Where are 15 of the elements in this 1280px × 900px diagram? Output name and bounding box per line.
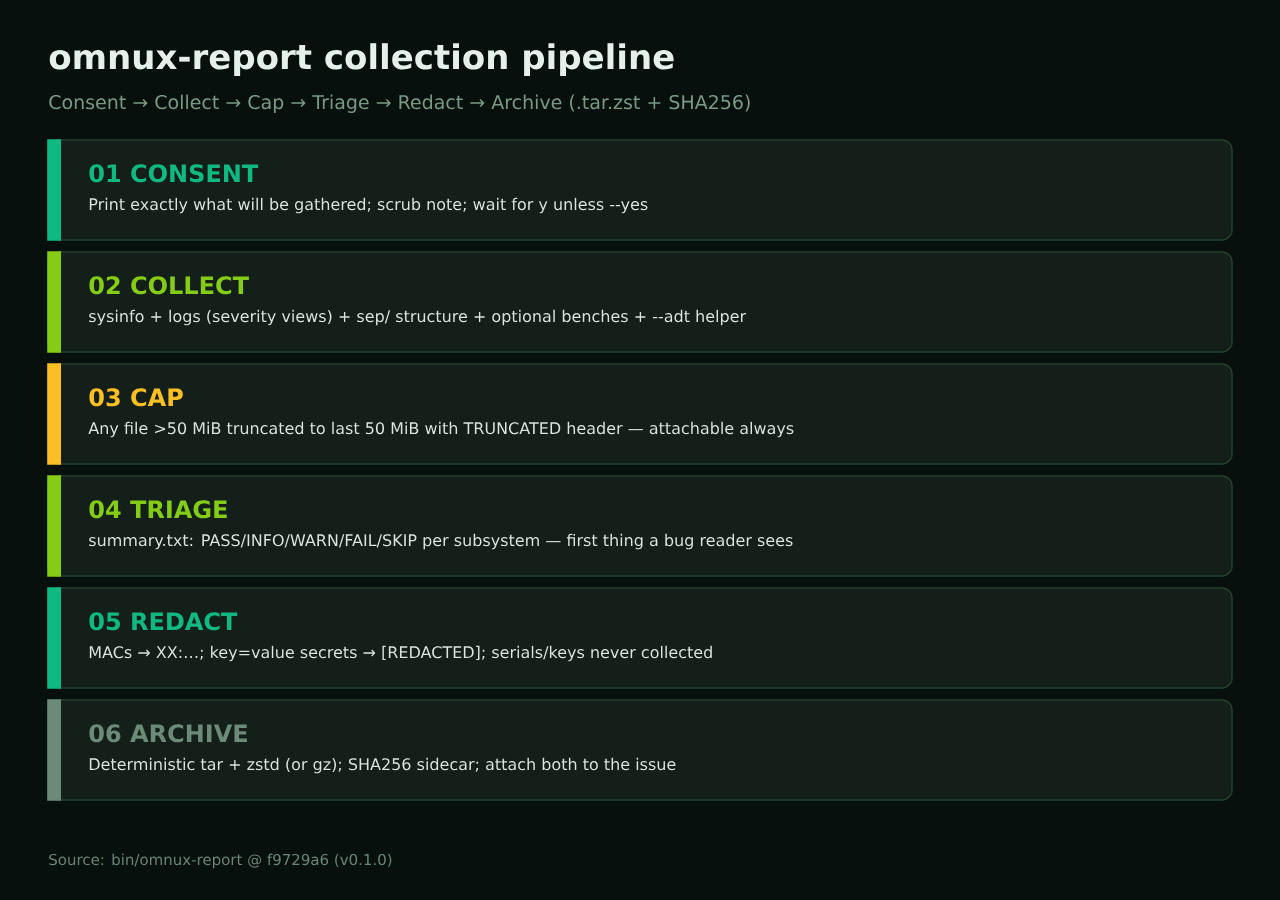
stage-description: Any file >50 MiB truncated to last 50 MiB with TRUNCATED header — attachable always [88,421,794,438]
stage-description: summary.txt: PASS/INFO/WARN/FAIL/SKIP per subsystem — first thing a bug reader sees [89,533,793,550]
stage-heading: 06 ARCHIVE [89,724,247,743]
stage-heading: 03 CAP [89,388,183,407]
stage-heading: 04 TRIAGE [89,500,227,519]
subtitle: Consent → Collect → Cap → Triage → Redact → Archive (.tar.zst + SHA256) [49,94,750,113]
stage-heading: 02 COLLECT [89,276,249,295]
stage-description: Print exactly what will be gathered; scrub note; wait for y unless --yes [89,197,648,214]
stage-description: Deterministic tar + zstd (or gz); SHA256 sidecar; attach both to the issue [89,757,676,774]
stage-heading: 01 CONSENT [89,164,259,183]
stage-description: MACs → XX:…; key=value secrets → [REDACTED]; serials/keys never collected [89,645,712,662]
stage-heading: 05 REDACT [89,612,238,631]
stage-description: sysinfo + logs (severity views) + sep/ structure + optional benches + --adt helper [89,309,747,326]
source-note: Source: bin/omnux-report @ f9729a6 (v0.1.0) [49,853,392,869]
title: omnux-report collection pipeline [49,43,674,77]
